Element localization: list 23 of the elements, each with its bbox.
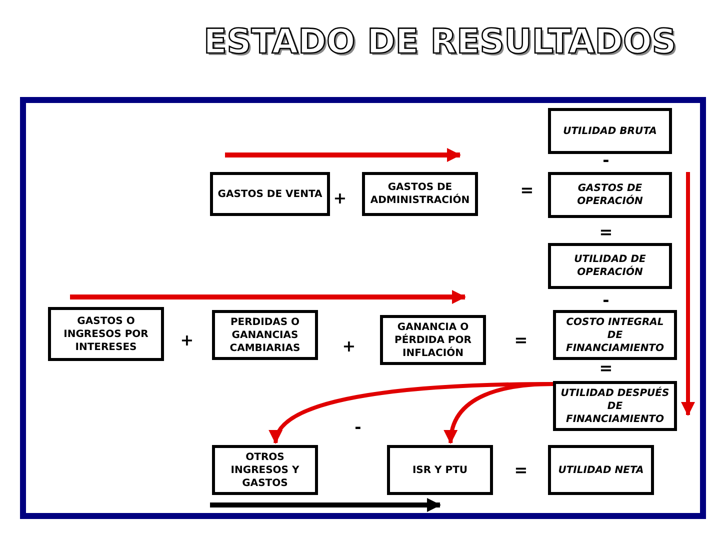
text-box: COSTO INTEGRAL DE FINANCIAMIENTO [553, 310, 677, 360]
text-box: PERDIDAS O GANANCIAS CAMBIARIAS [212, 310, 318, 360]
text-box: ISR Y PTU [387, 445, 493, 495]
text-box: GASTOS DE VENTA [210, 172, 330, 216]
text-box: OTROS INGRESOS Y GASTOS [212, 445, 318, 495]
text-box: GASTOS DE OPERACIÓN [548, 172, 672, 218]
text-box: UTILIDAD DE OPERACIÓN [548, 243, 672, 289]
text-box: GANANCIA O PÉRDIDA POR INFLACIÓN [380, 315, 486, 365]
text-box: UTILIDAD DESPUÉS DE FINANCIAMIENTO [553, 381, 677, 431]
operator-sign: + [333, 188, 347, 208]
operator-sign: = [520, 180, 534, 200]
operator-sign: = [514, 460, 528, 480]
operator-sign: + [180, 330, 194, 350]
operator-sign: = [599, 222, 613, 242]
operator-sign: = [599, 358, 613, 378]
text-box: GASTOS O INGRESOS POR INTERESES [48, 307, 164, 361]
text-box: UTILIDAD BRUTA [548, 108, 672, 154]
text-box: UTILIDAD NETA [548, 445, 654, 495]
text-box: GASTOS DE ADMINISTRACIÓN [362, 172, 478, 216]
title: ESTADO DE RESULTADOS [202, 22, 678, 62]
operator-sign: - [602, 290, 610, 310]
operator-sign: + [342, 336, 356, 356]
operator-sign: = [514, 330, 528, 350]
